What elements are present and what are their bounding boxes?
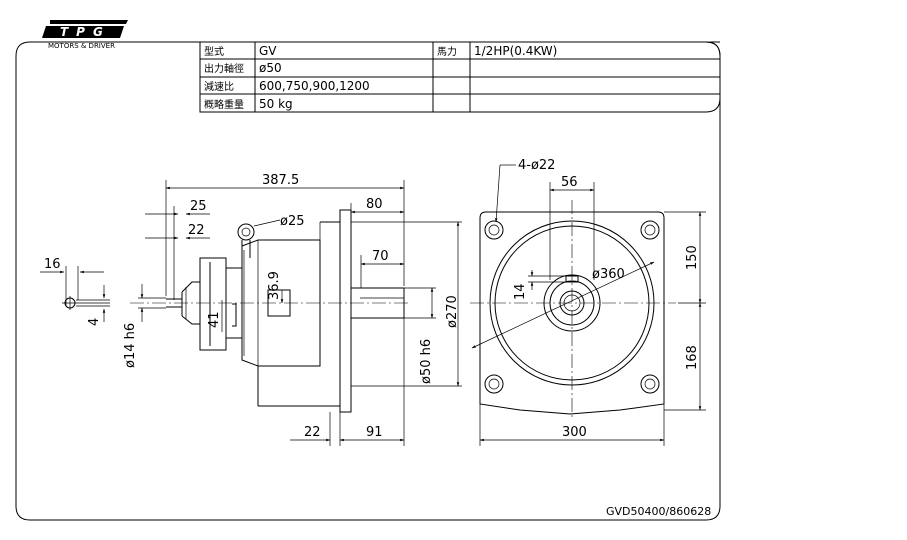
dim-4: 4 — [87, 318, 102, 326]
spec-value-model: GV — [259, 44, 277, 58]
dim-14h6: ø14 h6 — [123, 323, 138, 368]
dim-16: 16 — [44, 257, 61, 272]
dim-270: ø270 — [445, 295, 460, 328]
logo-tagline: MOTORS & DRIVER — [48, 42, 115, 50]
dim-56: 56 — [561, 175, 578, 190]
spec-label-ratio: 減速比 — [204, 80, 234, 93]
dim-overall-length: 387.5 — [262, 173, 299, 188]
side-dimensions: 387.5 80 70 25 22 ø25 16 4 — [40, 173, 462, 446]
front-view — [470, 200, 676, 420]
dim-holes: 4-ø22 — [518, 158, 555, 173]
spec-label-power: 馬力 — [437, 45, 457, 58]
spec-label-shaft: 出力軸徑 — [204, 62, 244, 75]
drawing-number: GVD50400/860628 — [606, 505, 711, 518]
spec-value-weight: 50 kg — [259, 97, 293, 111]
dim-eyebolt: ø25 — [280, 214, 305, 229]
spec-value-power: 1/2HP(0.4KW) — [474, 44, 557, 58]
dim-150: 150 — [685, 245, 700, 270]
dim-flange-to-shaft: 80 — [366, 197, 383, 212]
dim-50h6: ø50 h6 — [419, 339, 434, 384]
dim-bottom-22: 22 — [304, 425, 321, 440]
dim-300: 300 — [562, 425, 587, 440]
spec-label-weight: 概略重量 — [204, 98, 244, 111]
dim-pcd: ø360 — [592, 267, 625, 282]
spec-table: 型式 GV 馬力 1/2HP(0.4KW) 出力軸徑 ø50 減速比 600,7… — [199, 41, 721, 113]
dim-14: 14 — [513, 283, 528, 300]
dim-36-9: 36.9 — [267, 271, 282, 300]
dim-shaft-length: 70 — [372, 249, 389, 264]
spec-value-shaft: ø50 — [259, 61, 282, 75]
dim-top-22: 22 — [188, 223, 205, 238]
dim-168: 168 — [685, 345, 700, 370]
dim-bottom-91: 91 — [366, 425, 383, 440]
spec-label-model: 型式 — [204, 45, 224, 58]
side-view — [130, 209, 410, 413]
spec-value-ratio: 600,750,900,1200 — [259, 79, 370, 93]
dim-top-25: 25 — [190, 199, 207, 214]
logo-mark: TPG — [60, 25, 111, 39]
front-dimensions: 4-ø22 56 14 ø360 150 168 300 — [471, 158, 706, 446]
dim-41: 41 — [207, 311, 222, 328]
tpg-logo: TPG MOTORS & DRIVER — [42, 20, 128, 50]
